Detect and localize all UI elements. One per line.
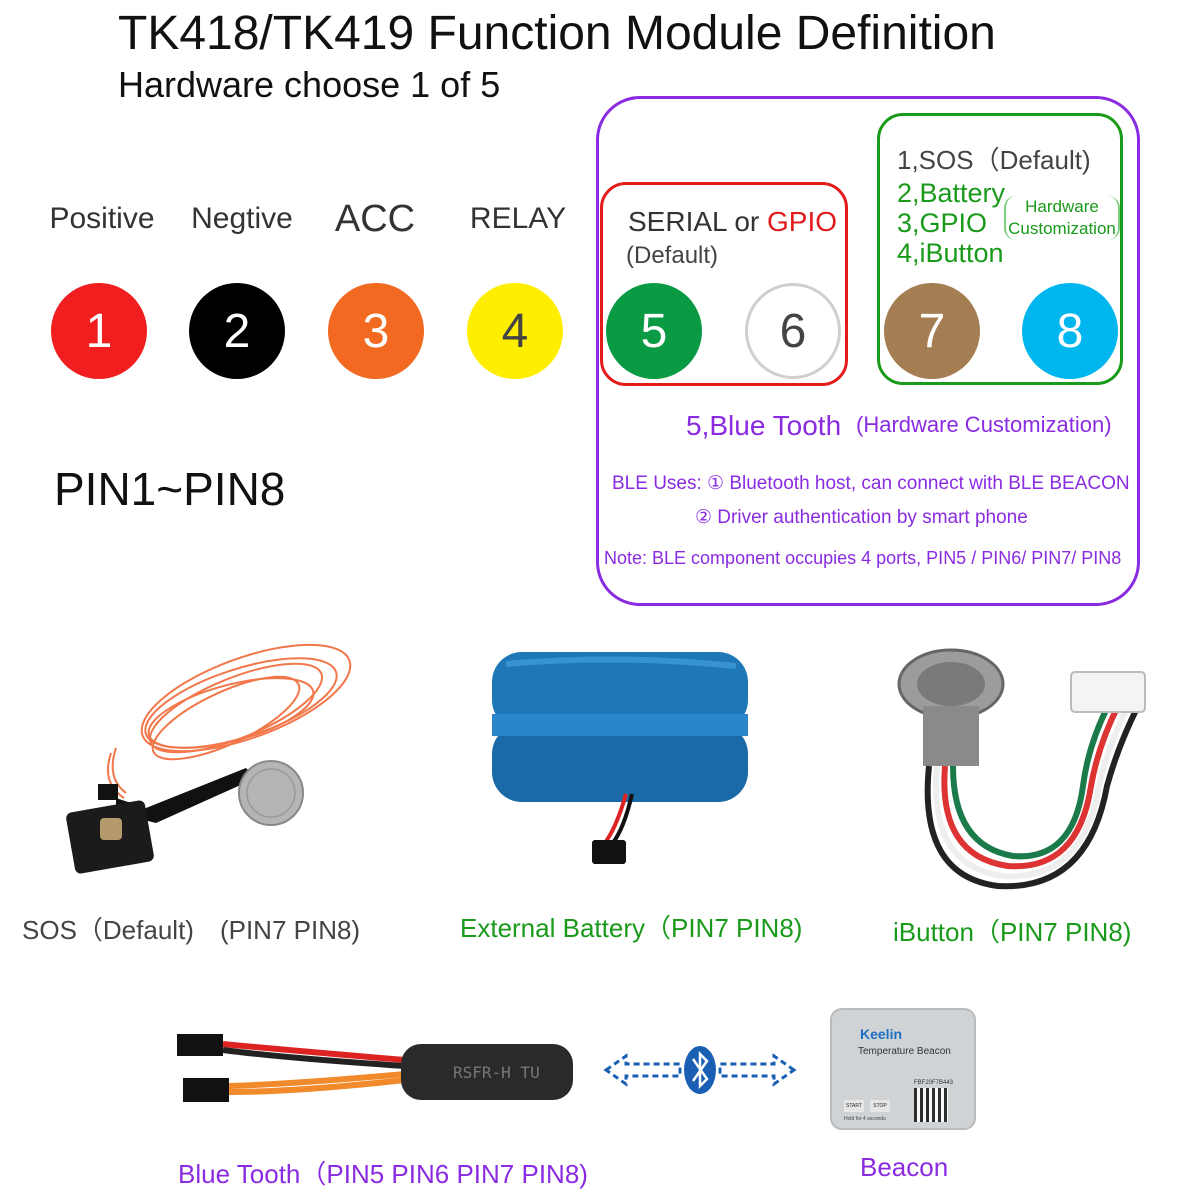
bluetooth-module-print: RSFR-H TU [453,1063,540,1082]
ble-note: Note: BLE component occupies 4 ports, PI… [604,548,1122,568]
page-subtitle: Hardware choose 1 of 5 [118,64,501,105]
pin-label-4: RELAY [469,202,567,235]
beacon-hint: Hold for 4 seconds [844,1116,886,1122]
pin-5: 5 [606,283,702,379]
ble-group-box [596,96,1140,606]
custom-sos-label: 1,SOS（Default) [897,145,1091,175]
battery-image [492,652,748,864]
sos-button-image [66,643,352,874]
beacon-serial: FBF20F7B443 [914,1080,954,1086]
custom-ibutton-label: 4,iButton [897,238,1004,268]
custom-gpio-label: 3,GPIO [897,208,988,238]
pin-4: 4 [467,283,563,379]
pin-7: 7 [884,283,980,379]
battery-caption: External Battery（PIN7 PIN8) [460,913,803,943]
ibutton-image [897,648,1146,890]
serial-default-label: (Default) [626,242,719,269]
ble-bluetooth-label: 5,Blue Tooth [686,410,842,441]
pin-1: 1 [51,283,147,379]
hardware-customization-note: Hardware Customization [1004,196,1120,240]
pin-label-1: Positive [49,202,155,235]
bluetooth-module-image: RSFR-H TU [177,1034,573,1102]
bluetooth-link-arrows [603,1046,797,1094]
gpio-label: GPIO [767,206,838,237]
pin-label-2: Negtive [191,202,293,235]
serial-gpio-box [600,182,848,386]
sos-caption: SOS（Default) (PIN7 PIN8) [22,915,361,945]
pin-3: 3 [328,283,424,379]
pin-range-label: PIN1~PIN8 [54,463,286,515]
beacon-stop-button: STOP [870,1100,890,1112]
beacon-caption: Beacon [860,1152,949,1182]
beacon-device: Keelin Temperature Beacon FBF20F7B443 ST… [830,1008,976,1130]
beacon-start-button: START [844,1100,864,1112]
beacon-name: Temperature Beacon [858,1046,951,1057]
bluetooth-caption: Blue Tooth（PIN5 PIN6 PIN7 PIN8) [178,1159,588,1189]
hw-line-2: Customization [1008,219,1116,238]
hw-line-1: Hardware [1025,197,1099,216]
ble-hw-custom-label: (Hardware Customization) [856,412,1112,437]
serial-gpio-label: SERIAL or GPIO [628,206,837,238]
pin-label-3: ACC [334,198,416,240]
pin-2: 2 [189,283,285,379]
ble-uses-line-2: ② Driver authentication by smart phone [695,507,1028,528]
ibutton-caption: iButton（PIN7 PIN8) [893,917,1132,947]
custom-hardware-box [877,113,1123,385]
page-title: TK418/TK419 Function Module Definition [118,7,996,60]
serial-label: SERIAL or [628,206,768,237]
pin-6: 6 [745,283,841,379]
qr-code-icon [914,1088,948,1122]
beacon-brand: Keelin [860,1026,903,1042]
pin-8: 8 [1022,283,1118,379]
custom-battery-label: 2,Battery [897,178,1006,208]
ble-uses-line-1: BLE Uses: ① Bluetooth host, can connect … [612,473,1130,494]
